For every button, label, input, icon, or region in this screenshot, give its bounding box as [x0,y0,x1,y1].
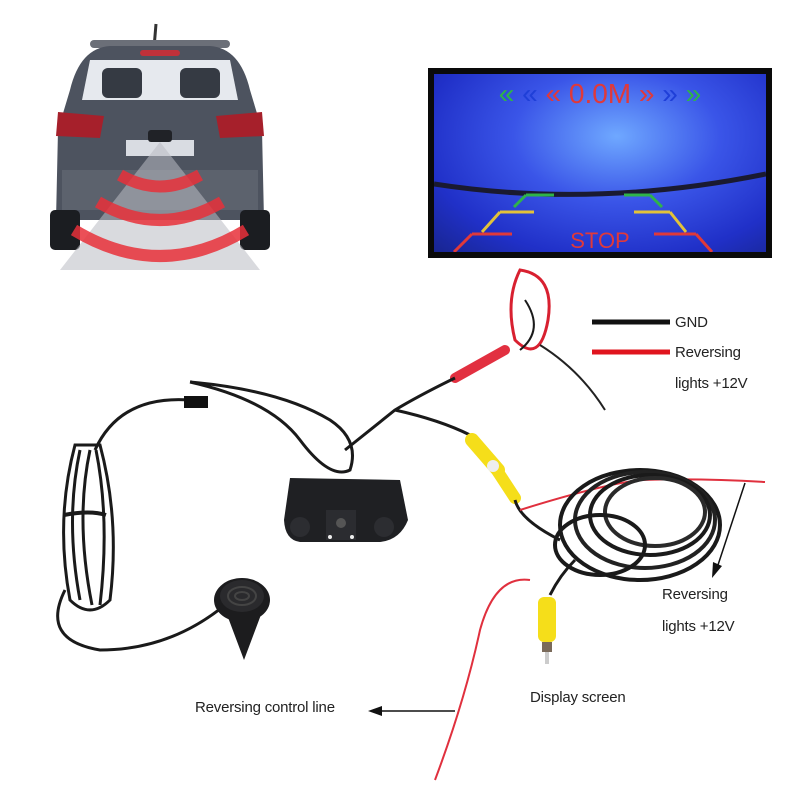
camera-sensor-unit [284,478,408,542]
monitor-display: « « « 0.0M » » » STOP [428,68,772,258]
display-screen-label: Display screen [530,689,626,706]
left-arrow-red: « [545,78,562,109]
right-cable-coil [553,468,722,582]
car-rear-graphic [50,23,270,270]
distance-value: 0.0M [568,78,632,109]
stop-label: STOP [570,228,630,252]
legend-power-label: Reversing [675,344,741,361]
control-line-label: Reversing control line [195,699,335,716]
legend-power-label-2: lights +12V [675,375,748,392]
camera-view: « « « 0.0M » » » STOP [434,74,766,252]
right-arrow-green: » [685,78,702,109]
rca-connector-male [538,597,556,664]
buzzer [214,578,270,660]
right-power-label-2: lights +12V [662,618,735,635]
distance-readout: « « « 0.0M » » » [434,78,766,110]
left-cable-coil [62,443,115,612]
parking-guidelines [434,171,766,252]
rca-connector-female [465,433,521,504]
right-arrow-red: » [638,78,655,109]
right-power-label-1: Reversing [662,586,728,603]
left-arrow-green: « [498,78,515,109]
right-arrow-blue: » [662,78,678,109]
legend-gnd-label: GND [675,314,708,331]
car-rear-illustration [40,20,280,280]
left-arrow-blue: « [522,78,538,109]
